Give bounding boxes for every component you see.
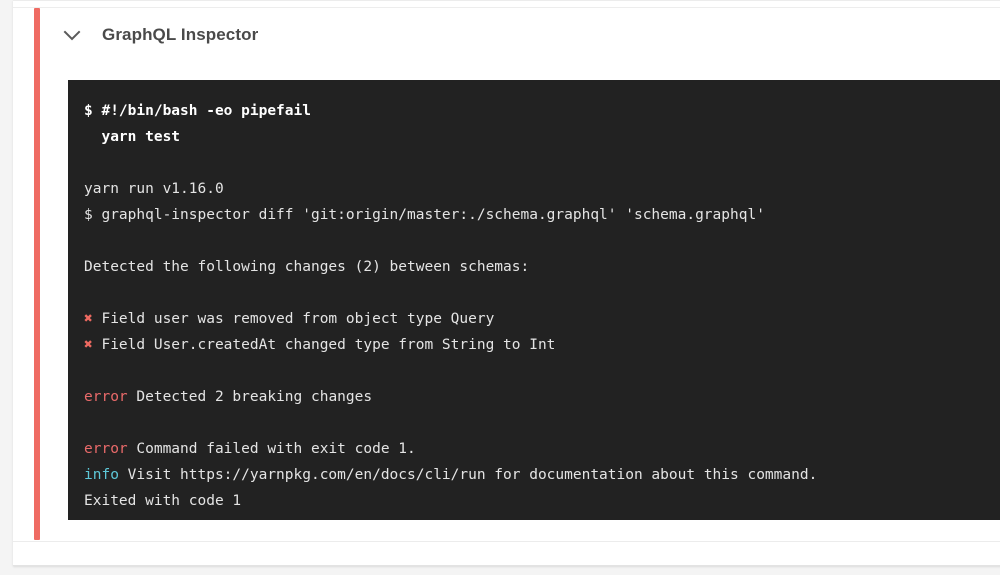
terminal-line-text: yarn test xyxy=(84,129,181,145)
breaking-change-cross-icon: ✖ xyxy=(84,311,93,327)
terminal-blank-line xyxy=(84,410,984,436)
terminal-log-output: $ #!/bin/bash -eo pipefail yarn test yar… xyxy=(84,98,984,514)
terminal-line-text: $ #!/bin/bash -eo pipefail xyxy=(84,103,311,119)
card-bottom-divider xyxy=(13,565,1000,566)
terminal-line-text: Visit https://yarnpkg.com/en/docs/cli/ru… xyxy=(118,467,818,483)
terminal-line: Detected the following changes (2) betwe… xyxy=(84,254,984,280)
terminal-line: ✖ Field User.createdAt changed type from… xyxy=(84,332,984,358)
terminal-line-text: Exited with code 1 xyxy=(84,493,242,509)
terminal-line: $ #!/bin/bash -eo pipefail xyxy=(84,98,984,124)
terminal-line-text: yarn run v1.16.0 xyxy=(84,181,224,197)
terminal-line: info Visit https://yarnpkg.com/en/docs/c… xyxy=(84,462,984,488)
log-error-token: error xyxy=(84,441,128,457)
log-error-token: error xyxy=(84,389,128,405)
terminal-line-text: Command failed with exit code 1. xyxy=(127,441,416,457)
terminal-line: Exited with code 1 xyxy=(84,488,984,514)
log-info-token: info xyxy=(84,467,119,483)
terminal-blank-line xyxy=(84,358,984,384)
terminal-line-text: Field user was removed from object type … xyxy=(92,311,495,327)
terminal-blank-line xyxy=(84,228,984,254)
terminal-line: $ graphql-inspector diff 'git:origin/mas… xyxy=(84,202,984,228)
terminal-blank-line xyxy=(84,280,984,306)
terminal-line-text: Field User.createdAt changed type from S… xyxy=(92,337,556,353)
terminal-line: ✖ Field user was removed from object typ… xyxy=(84,306,984,332)
terminal-line: error Detected 2 breaking changes xyxy=(84,384,984,410)
terminal-line: yarn test xyxy=(84,124,984,150)
step-header[interactable]: GraphQL Inspector xyxy=(58,18,258,52)
terminal-line-text: Detected the following changes (2) betwe… xyxy=(84,259,530,275)
terminal-line: error Command failed with exit code 1. xyxy=(84,436,984,462)
terminal-line-text: $ graphql-inspector diff 'git:origin/mas… xyxy=(84,207,765,223)
card-top-divider xyxy=(13,7,1000,8)
step-bottom-divider xyxy=(13,541,1000,542)
chevron-down-icon[interactable] xyxy=(58,21,86,49)
breaking-change-cross-icon: ✖ xyxy=(84,337,93,353)
step-status-accent-bar xyxy=(34,8,40,540)
terminal-line: yarn run v1.16.0 xyxy=(84,176,984,202)
terminal-blank-line xyxy=(84,150,984,176)
terminal-log-panel[interactable]: $ #!/bin/bash -eo pipefail yarn test yar… xyxy=(68,80,1000,520)
step-title: GraphQL Inspector xyxy=(102,25,259,44)
terminal-line-text: Detected 2 breaking changes xyxy=(127,389,373,405)
